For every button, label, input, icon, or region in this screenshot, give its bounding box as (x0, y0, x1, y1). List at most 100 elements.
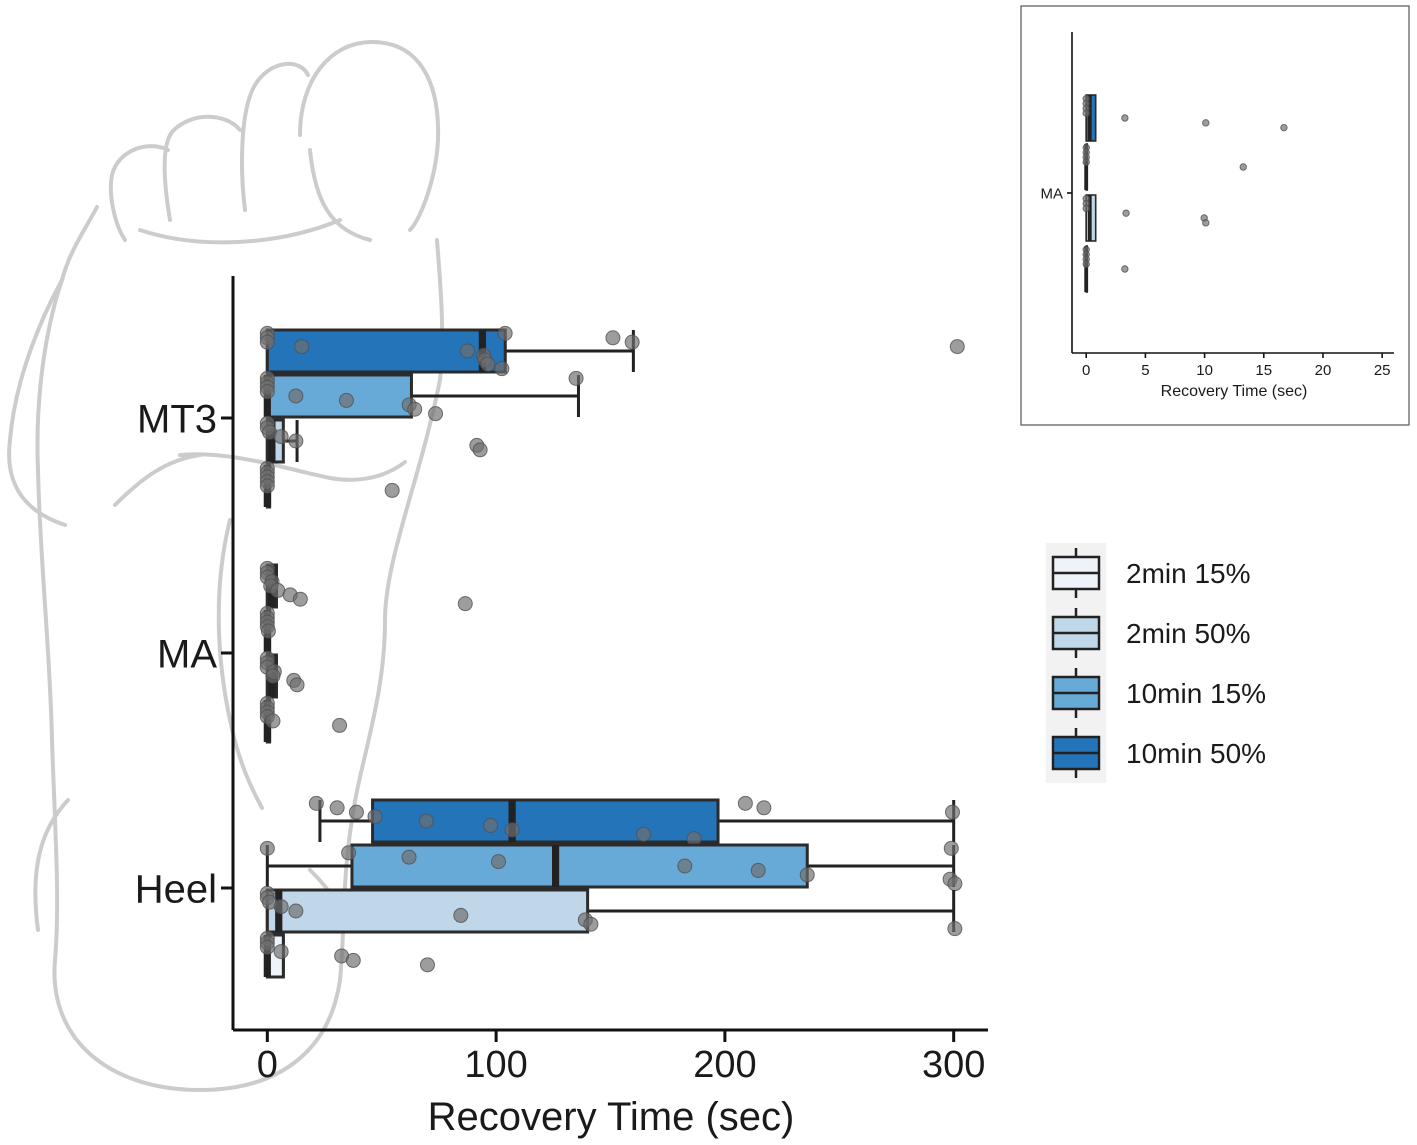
x-tick-label-200: 200 (693, 1044, 756, 1086)
heel-2min-50-point (583, 916, 599, 932)
series-2min-50 (259, 415, 963, 937)
inset-ma-10min-50-point (1202, 119, 1210, 127)
heel-10min-15-point (401, 849, 417, 865)
inset-series-10min-15 (1082, 143, 1247, 191)
inset-ma-2min-50-point (1122, 209, 1130, 217)
legend-item-10min-50: 10min 50% (1051, 728, 1266, 778)
mt3-10min-15-point (259, 384, 275, 400)
legend-label: 2min 15% (1126, 558, 1251, 589)
heel-10min-15-box (350, 843, 809, 889)
ma-2min-15-point (265, 713, 281, 729)
mt3-10min-15-point (407, 401, 423, 417)
foot-outline-heel-crease (33, 798, 70, 932)
ma-2min-50-point (265, 668, 281, 684)
legend-label: 10min 15% (1126, 678, 1266, 709)
inset-series-2min-50 (1082, 194, 1210, 242)
inset-ma-2min-15-point (1082, 260, 1090, 268)
x-tick-label-300: 300 (922, 1044, 985, 1086)
inset-ma-2min-15-point (1121, 265, 1129, 273)
heel-10min-15-point (750, 862, 766, 878)
ma-10min-15-point (260, 623, 276, 639)
foot-outline-fourth-toe (108, 144, 170, 242)
heel-2min-50-point (273, 899, 289, 915)
series-10min-50 (259, 325, 965, 847)
mt3-2min-15-point (259, 478, 275, 494)
x-tick-label-0: 0 (257, 1044, 278, 1086)
ma-2min-15-point (332, 717, 348, 733)
mt3-10min-15-point (288, 388, 304, 404)
mt3-10min-50-point (624, 334, 640, 350)
mt3-2min-50-point (288, 433, 304, 449)
inset-ma-10min-50-point (1082, 109, 1090, 117)
mt3-10min-15-point (338, 392, 354, 408)
inset-x-tick-label-20: 20 (1315, 362, 1332, 379)
series-10min-15 (259, 370, 963, 892)
heel-2min-15-point (273, 944, 289, 960)
heel-10min-15-point (491, 854, 507, 870)
inset-ma-10min-50-point (1280, 123, 1288, 132)
inset-ma-10min-15-point (1239, 163, 1247, 171)
main-plot-area (259, 325, 965, 979)
y-tick-label-ma: MA (157, 632, 217, 676)
ma-2min-50-point (289, 677, 305, 693)
inset-x-tick-label-0: 0 (1082, 362, 1090, 379)
inset-x-tick-label-5: 5 (1141, 362, 1149, 379)
inset-x-tick-label-10: 10 (1196, 362, 1213, 379)
foot-outline-inner-arch (216, 518, 264, 810)
x-tick-label-100: 100 (464, 1044, 527, 1086)
foot-outline-third-toe (162, 114, 242, 222)
inset-ma-2min-50-point (1082, 204, 1090, 213)
mt3-10min-50-point (497, 325, 513, 341)
foot-outline-forefoot (7, 278, 67, 527)
mt3-2min-50-point (472, 442, 488, 458)
inset-ma-10min-50-point (1121, 114, 1129, 122)
heel-10min-15-point (947, 876, 963, 892)
heel-2min-50-point (288, 903, 304, 919)
heel-10min-15-point (341, 845, 357, 861)
heel-2min-50-point (453, 907, 469, 923)
inset-x-tick-label-15: 15 (1255, 362, 1272, 379)
x-axis-title: Recovery Time (sec) (428, 1095, 795, 1139)
mt3-10min-50-point (259, 334, 275, 350)
foot-outline-second-toe (240, 61, 310, 212)
y-tick-label-mt3: MT3 (137, 397, 217, 441)
foot-outline-big-toe (298, 40, 441, 232)
heel-10min-50-point (367, 809, 383, 825)
ma-10min-50-point (457, 596, 473, 612)
mt3-10min-50-point (480, 356, 496, 372)
mt3-10min-15-point (568, 370, 584, 386)
heel-2min-15-point (345, 952, 361, 968)
inset-ma-10min-15-point (1082, 158, 1090, 166)
foot-outline-outer-edge (35, 238, 445, 1092)
heel-10min-50-point (636, 826, 652, 842)
heel-10min-50-point (756, 800, 772, 816)
heel-10min-50-point (737, 795, 753, 811)
heel-10min-50-point (483, 817, 499, 833)
inset-y-tick-label-ma: MA (1041, 185, 1064, 202)
ma-10min-50-point (292, 591, 308, 607)
legend: 2min 15%2min 50%10min 15%10min 50% (1046, 543, 1266, 783)
heel-2min-50-box (265, 888, 590, 934)
legend-item-10min-15: 10min 15% (1051, 668, 1266, 718)
legend-item-2min-15: 2min 15% (1051, 548, 1251, 598)
inset-series-2min-15 (1082, 245, 1129, 293)
heel-10min-50-box (371, 798, 720, 844)
legend-label: 10min 50% (1126, 738, 1266, 769)
mt3-10min-50-point (605, 330, 621, 346)
heel-10min-15-point (259, 840, 275, 856)
foot-outline-little-toe (60, 205, 99, 282)
mt3-2min-50-point (273, 429, 289, 445)
mt3-10min-50-point (949, 339, 965, 355)
heel-10min-15-point (677, 858, 693, 874)
inset-x-tick-label-25: 25 (1374, 362, 1391, 379)
inset-plot-area (1082, 94, 1288, 293)
inset-axes: 0 5 10 15 20 25 MA (1041, 32, 1394, 379)
series-2min-15 (259, 460, 435, 979)
ma-10min-50-point (270, 582, 286, 598)
heel-10min-50-point (308, 795, 324, 811)
y-tick-label-heel: Heel (135, 867, 217, 911)
